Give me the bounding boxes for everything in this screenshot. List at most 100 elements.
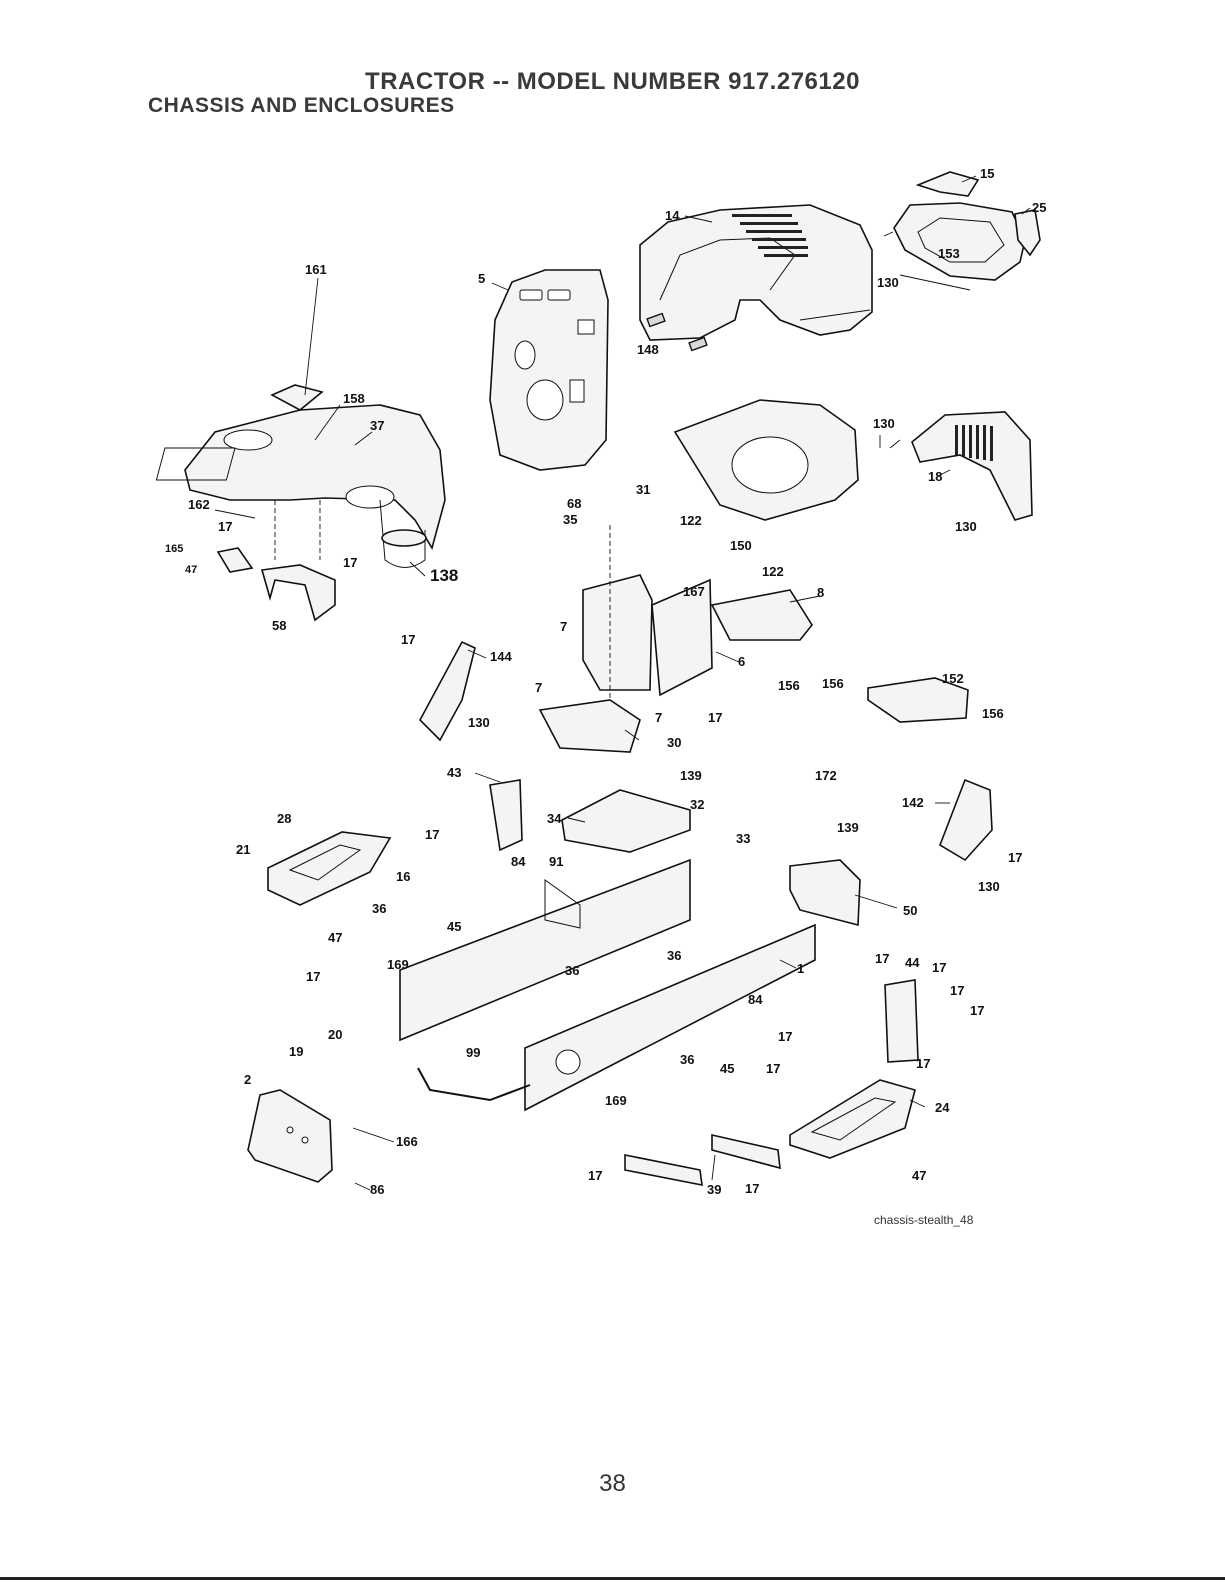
callout-7b: 7	[535, 680, 542, 695]
callout-37: 37	[370, 418, 384, 433]
callout-17e: 17	[425, 827, 439, 842]
callout-32: 32	[690, 797, 704, 812]
bracket-39	[624, 1154, 703, 1186]
callout-18: 18	[928, 469, 942, 484]
callout-1: 1	[797, 961, 804, 976]
leader-lines	[214, 175, 1031, 1191]
callout-31: 31	[636, 482, 650, 497]
callout-25: 25	[1032, 200, 1046, 215]
callout-99: 99	[466, 1045, 480, 1060]
floor-plate-part	[561, 789, 691, 853]
callout-17g: 17	[875, 951, 889, 966]
callout-166: 166	[396, 1134, 418, 1149]
callout-17n: 17	[766, 1061, 780, 1076]
callout-17b: 17	[343, 555, 357, 570]
callout-39: 39	[707, 1182, 721, 1197]
callout-17j: 17	[950, 983, 964, 998]
callout-43: 43	[447, 765, 461, 780]
callout-138: 138	[430, 566, 458, 585]
callout-169b: 169	[605, 1093, 627, 1108]
front-crossmember	[789, 859, 861, 927]
callout-35: 35	[563, 512, 577, 527]
battery-box-part	[867, 677, 969, 723]
callout-150: 150	[730, 538, 752, 553]
callout-16: 16	[396, 869, 410, 884]
callout-162: 162	[188, 497, 210, 512]
callout-156: 156	[778, 678, 800, 693]
callout-17p: 17	[745, 1181, 759, 1196]
callout-14: 14	[665, 208, 680, 223]
callout-8: 8	[817, 585, 824, 600]
callout-36: 36	[372, 901, 386, 916]
callout-130b: 130	[873, 416, 895, 431]
bracket-43	[489, 779, 523, 852]
callout-47: 47	[185, 564, 197, 576]
callout-169: 169	[387, 957, 409, 972]
callout-34: 34	[547, 811, 562, 826]
seat-brackets	[216, 500, 336, 622]
callout-84: 84	[511, 854, 526, 869]
section-subtitle: CHASSIS AND ENCLOSURES	[148, 94, 455, 117]
callout-139b: 139	[837, 820, 859, 835]
diagram-reference-code: chassis-stealth_48	[874, 1213, 974, 1227]
callout-17h: 17	[932, 960, 946, 975]
shift-rod-part	[417, 1067, 531, 1102]
callout-30: 30	[667, 735, 681, 750]
left-frame-rail	[399, 858, 691, 1042]
callout-153: 153	[938, 246, 960, 261]
callout-161: 161	[305, 262, 327, 277]
page-number: 38	[599, 1470, 626, 1497]
callout-45b: 45	[720, 1061, 734, 1076]
callout-17l: 17	[778, 1029, 792, 1044]
callout-19: 19	[289, 1044, 303, 1059]
callout-7c: 7	[655, 710, 662, 725]
grille-assembly	[883, 171, 1041, 291]
callout-122: 122	[680, 513, 702, 528]
callout-156b: 156	[822, 676, 844, 691]
callout-17d: 17	[708, 710, 722, 725]
callout-labels: 14 15 25 153 130 148 5 161 158 37 162 17…	[165, 166, 1046, 1197]
callout-6: 6	[738, 654, 745, 669]
callout-17c: 17	[401, 632, 415, 647]
callout-17f: 17	[1008, 850, 1022, 865]
callout-156c: 156	[982, 706, 1004, 721]
right-frame-rail	[524, 923, 816, 1112]
right-footrest-part	[789, 1079, 916, 1159]
callout-158: 158	[343, 391, 365, 406]
callout-33: 33	[736, 831, 750, 846]
side-grille-part	[911, 411, 1033, 521]
callout-17m: 17	[916, 1056, 930, 1071]
callout-148: 148	[637, 342, 659, 357]
callout-17: 17	[218, 519, 232, 534]
callout-7: 7	[560, 619, 567, 634]
page-title: TRACTOR -- MODEL NUMBER 917.276120	[365, 68, 860, 95]
callout-172: 172	[815, 768, 837, 783]
callout-144: 144	[490, 649, 512, 664]
hood-part	[639, 204, 873, 352]
callout-28: 28	[277, 811, 291, 826]
fender-part	[155, 384, 446, 568]
callout-86: 86	[370, 1182, 384, 1197]
callout-17i: 17	[306, 969, 320, 984]
callout-5: 5	[478, 271, 485, 286]
callout-36c: 36	[565, 963, 579, 978]
callout-20: 20	[328, 1027, 342, 1042]
callout-44: 44	[905, 955, 920, 970]
callout-2: 2	[244, 1072, 251, 1087]
callout-130c: 130	[955, 519, 977, 534]
callout-24: 24	[935, 1100, 950, 1115]
callout-130e: 130	[978, 879, 1000, 894]
callout-139: 139	[680, 768, 702, 783]
bracket-39b	[711, 1133, 781, 1170]
callout-36d: 36	[680, 1052, 694, 1067]
callout-91: 91	[549, 854, 563, 869]
callout-15: 15	[980, 166, 994, 181]
left-pedal-bracket	[419, 640, 476, 742]
bottom-divider	[0, 1577, 1225, 1580]
dash-panel-part	[489, 269, 609, 471]
callout-122b: 122	[762, 564, 784, 579]
callout-130d: 130	[468, 715, 490, 730]
callout-167: 167	[683, 584, 705, 599]
left-footrest-part	[267, 831, 392, 906]
